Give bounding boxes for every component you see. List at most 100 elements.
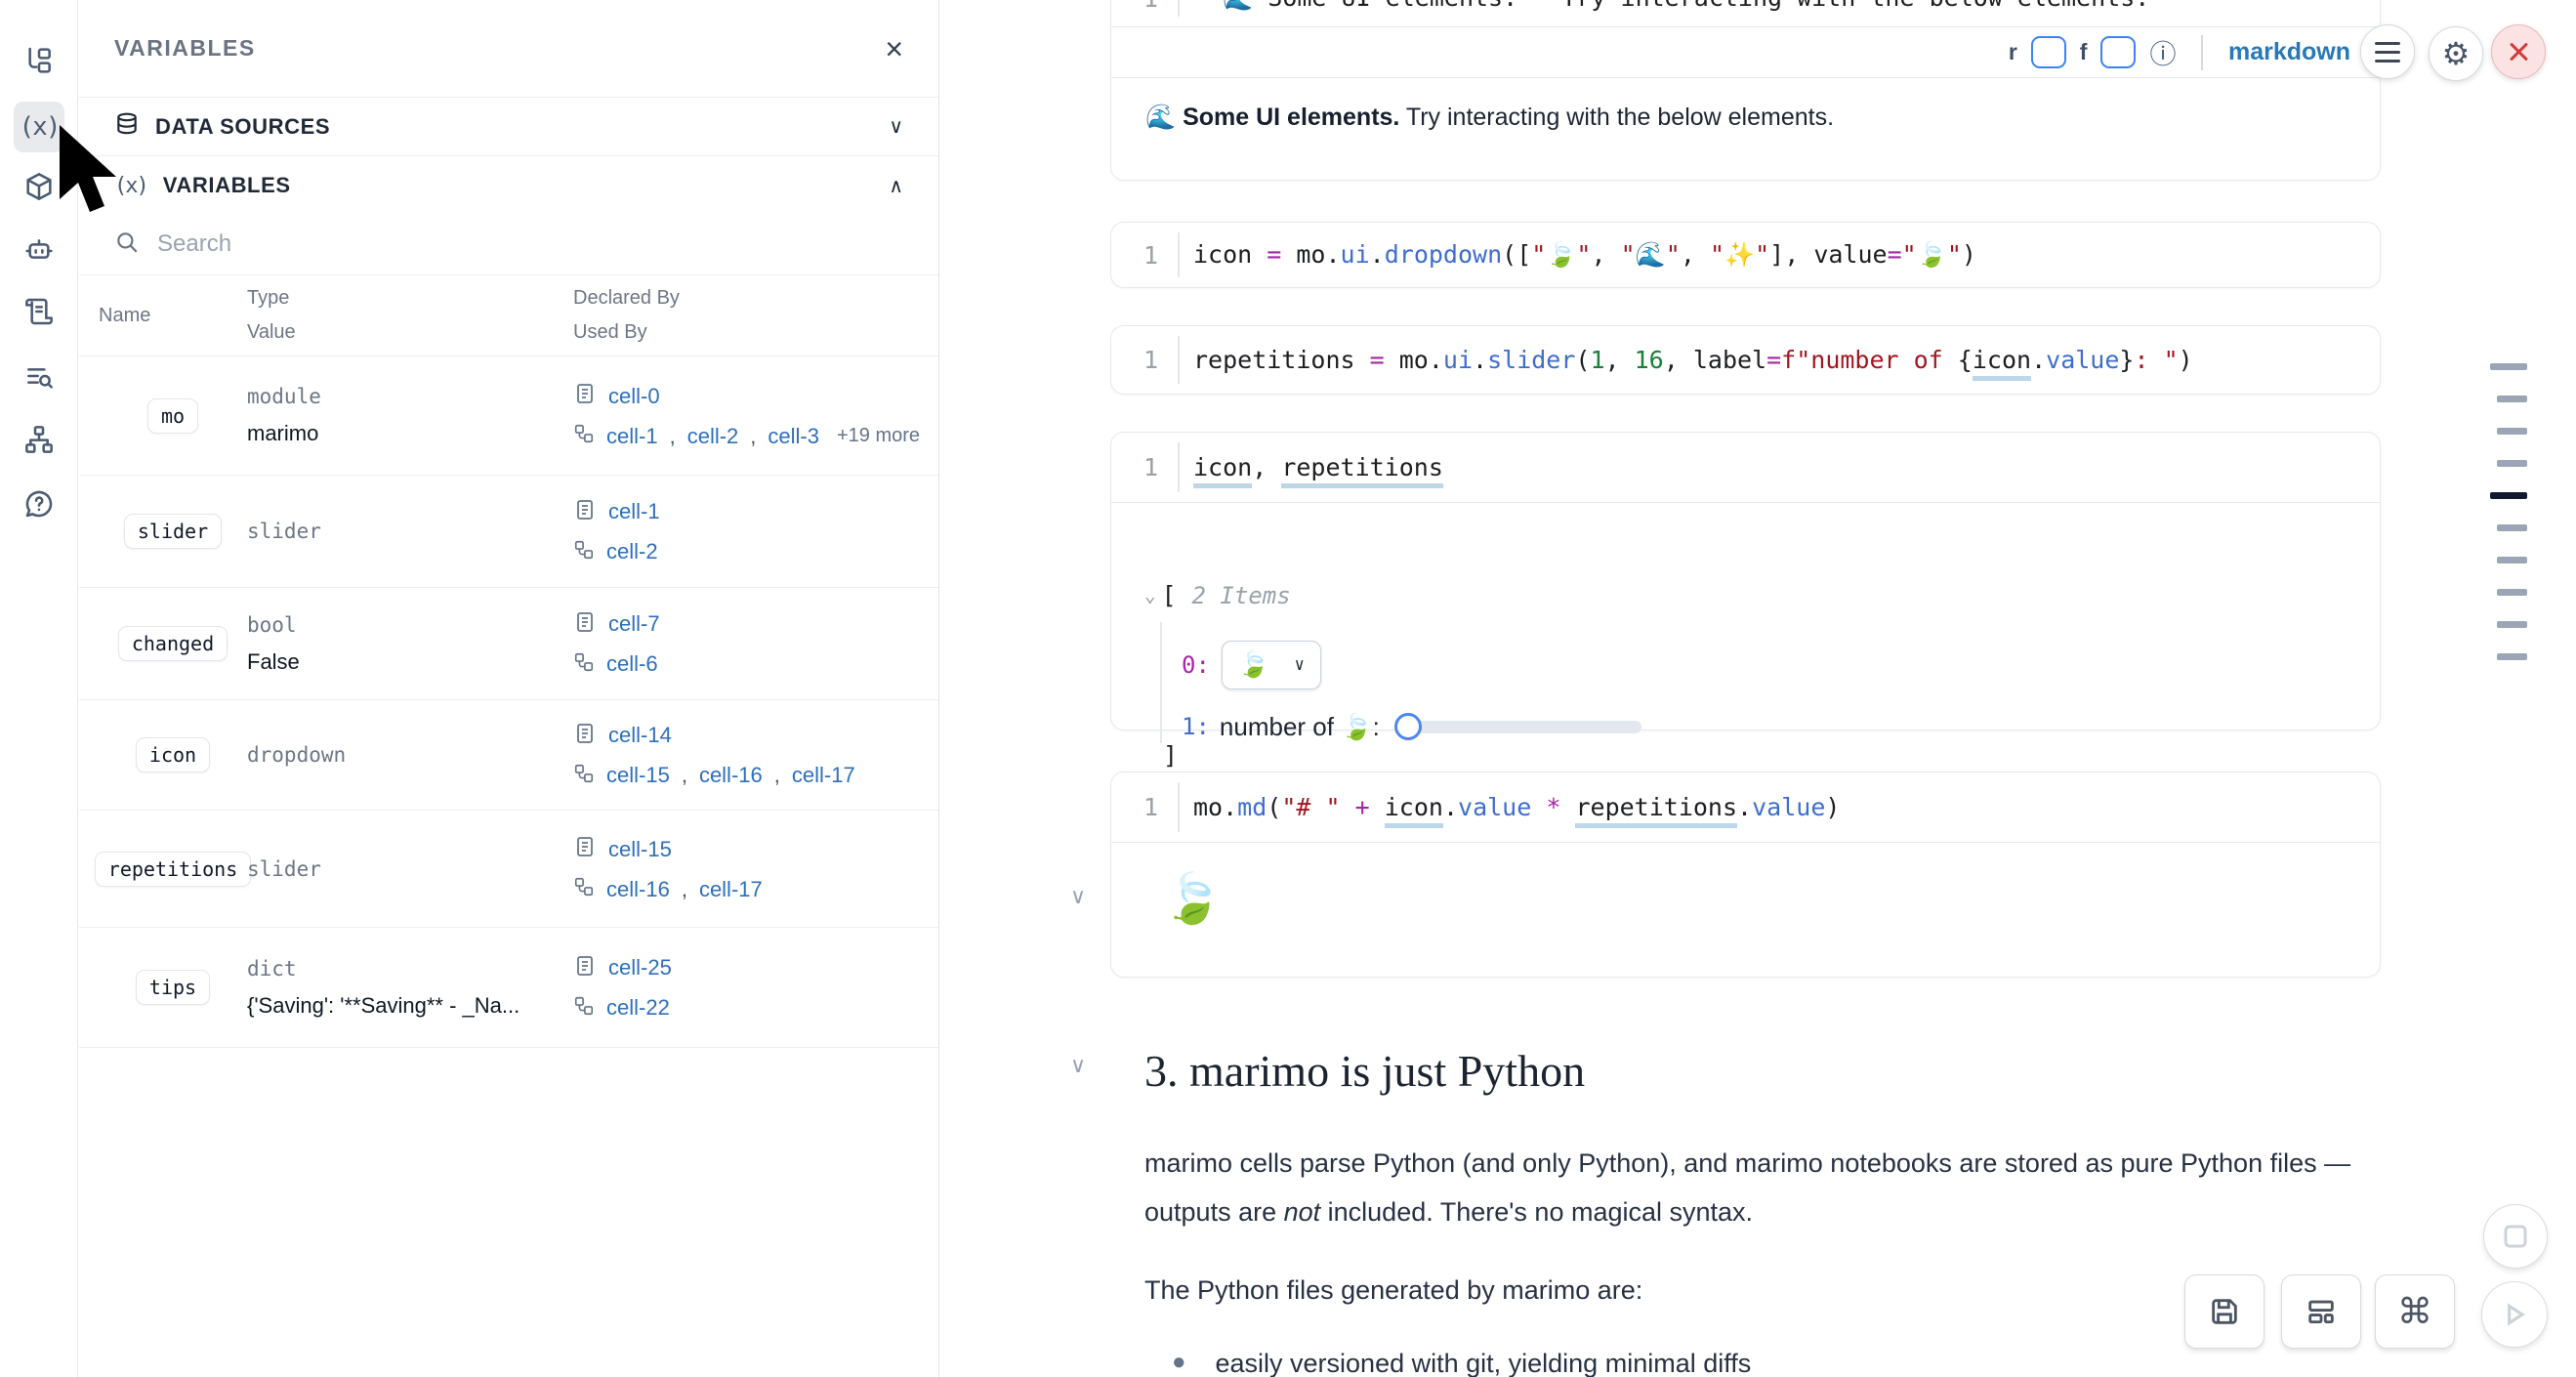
variable-name-badge[interactable]: mo [146, 397, 199, 434]
code-editor-row[interactable]: 1 repetitions = mo.ui.slider(1, 16, labe… [1111, 326, 2380, 394]
cell-link[interactable]: cell-16 [698, 763, 763, 787]
cell-link[interactable]: cell-16 [606, 876, 670, 901]
cell-link[interactable]: cell-15 [606, 763, 670, 787]
file-tree-icon [23, 45, 55, 81]
sidebar-item-dependencies[interactable] [14, 416, 64, 467]
cell-link[interactable]: cell-25 [608, 955, 672, 980]
minimap-cell-marker[interactable] [2497, 524, 2527, 531]
run-button[interactable] [2481, 1281, 2548, 1348]
variable-name-badge[interactable]: tips [135, 970, 211, 1005]
list-item-text: easily versioned with git, yielding mini… [1215, 1349, 1752, 1377]
run-checkbox[interactable] [2030, 36, 2066, 68]
variables-search-input[interactable]: Search [79, 214, 938, 274]
cell-link[interactable]: cell-7 [608, 611, 660, 636]
code-line[interactable]: repetitions = mo.ui.slider(1, 16, label=… [1176, 346, 2193, 381]
cell-link[interactable]: cell-17 [698, 876, 763, 901]
cell-link[interactable]: cell-15 [608, 836, 672, 861]
notebook-menu-button[interactable] [2360, 24, 2415, 79]
cell-link[interactable]: cell-22 [606, 995, 670, 1020]
chevron-up-icon[interactable]: ∧ [889, 175, 903, 197]
minimap-cell-marker[interactable] [2497, 396, 2527, 402]
layout-button[interactable] [2281, 1274, 2361, 1349]
heading-output: 🍃 [1111, 842, 2380, 977]
sidebar-item-ai-assistant[interactable] [14, 226, 64, 276]
network-graph-icon [23, 424, 55, 460]
variable-name-badge[interactable]: slider [123, 514, 223, 549]
section-variables[interactable]: (x) VARIABLES ∧ [79, 157, 938, 214]
sidebar-item-packages[interactable] [14, 163, 64, 214]
sidebar-item-logs[interactable] [14, 288, 64, 339]
dropdown-select[interactable]: 🍃 ∨ [1221, 641, 1321, 689]
stop-button[interactable] [2483, 1204, 2548, 1269]
cell-link[interactable]: cell-2 [606, 539, 658, 563]
cell-link-list: cell-1, cell-2, cell-3+19 more [573, 423, 938, 449]
sidebar-item-variables[interactable]: (x) [14, 102, 64, 152]
banner-bold-text: 🌊 Some UI elements. [1145, 104, 1400, 131]
minimap-cell-marker[interactable] [2497, 653, 2527, 660]
keyboard-shortcuts-button[interactable]: ⌘ [2375, 1274, 2455, 1349]
section-data-sources[interactable]: DATA SOURCES ∨ [79, 98, 938, 156]
column-header-used-by: Used By [573, 321, 647, 343]
minimap-cell-marker[interactable] [2497, 428, 2527, 435]
minimap-cell-marker[interactable] [2490, 363, 2527, 370]
slider-track[interactable] [1393, 712, 1641, 740]
variable-name-badge[interactable]: icon [135, 737, 211, 772]
paragraph-text: included. There's no magical syntax. [1320, 1197, 1754, 1227]
sidebar-item-snippets[interactable] [14, 353, 64, 403]
cell-dropdown-def[interactable]: 1 icon = mo.ui.dropdown(["🍃", "🌊", "✨"],… [1110, 222, 2381, 288]
cell-link[interactable]: cell-6 [606, 651, 658, 676]
collapse-chevron-icon[interactable]: ∨ [1070, 884, 1087, 908]
cell-link[interactable]: cell-3 [768, 423, 819, 448]
sidebar-item-file-explorer[interactable] [14, 37, 64, 88]
cell-slider-def[interactable]: 1 repetitions = mo.ui.slider(1, 16, labe… [1110, 325, 2381, 395]
settings-button[interactable]: ⚙ [2429, 26, 2483, 81]
minimap-cell-marker[interactable] [2497, 460, 2527, 467]
info-icon[interactable]: ⓘ [2149, 40, 2177, 69]
close-icon[interactable]: × [885, 30, 903, 66]
document-icon [573, 722, 597, 750]
markdown-output: 🌊 Some UI elements. Try interacting with… [1111, 78, 2380, 180]
cell-link[interactable]: cell-2 [686, 423, 739, 448]
line-number: 1 [1143, 346, 1158, 374]
code-line[interactable]: icon = mo.ui.dropdown(["🍃", "🌊", "✨"], v… [1193, 240, 1976, 269]
variable-name-badge[interactable]: changed [117, 626, 229, 661]
code-editor-row[interactable]: 1 **🌊 Some UI elements.** Try interactin… [1111, 0, 2380, 27]
shutdown-button[interactable] [2491, 24, 2546, 79]
markdown-mode-button[interactable]: markdown [2227, 38, 2350, 65]
minimap-cell-marker[interactable] [2497, 557, 2527, 563]
variable-name-cell: tips [99, 928, 247, 1047]
cell-link[interactable]: cell-17 [791, 763, 855, 787]
section-label: VARIABLES [162, 173, 291, 197]
item-index: 0: [1182, 651, 1210, 679]
variable-name-cell: icon [99, 700, 247, 810]
slider-thumb[interactable] [1393, 712, 1422, 740]
chevron-down-icon[interactable]: ∨ [889, 116, 903, 138]
code-editor-row[interactable]: 1 mo.md("# " + icon.value * repetitions.… [1111, 772, 2380, 842]
more-cells-label[interactable]: +19 more [836, 425, 921, 446]
variable-name-badge[interactable]: repetitions [94, 851, 252, 887]
collapse-chevron-icon[interactable]: ∨ [1070, 1053, 1087, 1077]
variable-value: {'Saving': '**Saving** - _Na... [247, 992, 520, 1018]
format-checkbox[interactable] [2100, 36, 2137, 68]
cell-link[interactable]: cell-1 [608, 499, 660, 523]
minimap-cell-marker[interactable] [2497, 621, 2527, 628]
cell-expression[interactable]: 1 icon, repetitions ⌄ [ 2 Items 0: 🍃 ∨ 1… [1110, 432, 2381, 770]
cell-md-call[interactable]: 1 mo.md("# " + icon.value * repetitions.… [1110, 772, 2381, 978]
code-line[interactable]: mo.md("# " + icon.value * repetitions.va… [1176, 793, 1840, 828]
code-editor-row[interactable]: 1 icon = mo.ui.dropdown(["🍃", "🌊", "✨"],… [1111, 223, 2380, 287]
paragraph: The Python files generated by marimo are… [1144, 1275, 1643, 1305]
code-line[interactable]: **🌊 Some UI elements.** Try interacting … [1176, 0, 2149, 13]
code-editor-row[interactable]: 1 icon, repetitions [1111, 433, 2380, 502]
minimap-cell-marker[interactable] [2490, 492, 2527, 499]
cell-markdown-banner[interactable]: 1 **🌊 Some UI elements.** Try interactin… [1110, 0, 2381, 181]
minimap-cell-marker[interactable] [2497, 589, 2527, 596]
cell-link[interactable]: cell-0 [608, 383, 660, 408]
collapse-chevron-icon[interactable]: ⌄ [1144, 584, 1156, 606]
cell-link[interactable]: cell-14 [608, 723, 672, 747]
code-line[interactable]: icon, repetitions [1176, 453, 1443, 488]
cell-link[interactable]: cell-1 [606, 423, 658, 448]
column-header-type: Type [247, 287, 290, 309]
sidebar-item-help[interactable] [14, 480, 64, 531]
save-button[interactable] [2184, 1274, 2264, 1349]
